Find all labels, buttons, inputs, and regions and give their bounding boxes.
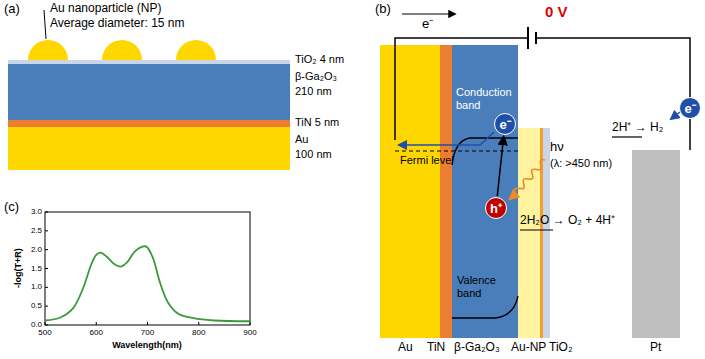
panel-label: (b)	[375, 2, 391, 17]
current-arrow	[402, 13, 455, 14]
tio2-layer	[8, 60, 290, 64]
tick-mark	[198, 322, 199, 325]
tin-layer	[8, 120, 290, 127]
layer-label: β-Ga₂O₃	[454, 341, 500, 355]
layer-label: Au	[295, 133, 308, 146]
band-label: Conduction band	[456, 86, 512, 111]
fermi-level-line	[395, 150, 518, 151]
axis-title: Wavelength(nm)	[112, 340, 182, 350]
pt-electrode	[632, 150, 680, 338]
valence-band-edge	[452, 296, 518, 318]
reaction-label: 2H₂O → O₂ + 4H⁺	[520, 214, 615, 228]
photon-label: hν	[550, 140, 564, 155]
tick-mark	[45, 212, 48, 213]
layer-label: TiO₂	[549, 341, 573, 355]
tick-mark	[45, 325, 48, 326]
carrier-symbol: e⁻	[499, 118, 510, 131]
spectrum-curve	[45, 246, 250, 321]
carrier-symbol: e⁻	[684, 102, 695, 115]
tick-mark	[96, 322, 97, 325]
axis-tick: 2.5	[31, 226, 42, 235]
layer-label: 210 nm	[295, 85, 332, 98]
layer-label: TiN	[427, 341, 445, 355]
reaction-underline	[520, 229, 553, 230]
tick-mark	[45, 322, 46, 325]
band-label: Valence band	[457, 274, 507, 299]
carrier-symbol: h⁺	[490, 202, 502, 215]
callout-text: Au nanoparticle (NP)	[50, 2, 161, 16]
band-label: Fermi level	[400, 154, 454, 167]
tick-mark	[45, 268, 48, 269]
layer-label: Au	[398, 341, 413, 355]
tick-mark	[45, 287, 48, 288]
panel-label: (c)	[4, 200, 19, 215]
tick-mark	[147, 322, 148, 325]
axis-tick: 500	[38, 328, 51, 337]
axis-tick: 600	[90, 328, 103, 337]
au-np-layer	[518, 128, 540, 338]
photon-label: (λ: >450 nm)	[550, 157, 612, 170]
layer-label: TiO₂ 4 nm	[295, 53, 344, 66]
au-electrode	[380, 45, 440, 338]
axis-tick: 1.0	[31, 283, 42, 292]
layer-label: Pt	[650, 341, 661, 355]
callout-text: Average diameter: 15 nm	[50, 17, 185, 31]
tio2-layer	[543, 128, 550, 338]
ga2o3-layer	[452, 45, 518, 338]
axis-tick: 800	[192, 328, 205, 337]
ga2o3-layer	[8, 64, 290, 120]
axis-tick: 0.5	[31, 302, 42, 311]
au-np-edge	[540, 128, 543, 338]
electron-circle: e⁻	[679, 97, 701, 119]
au-nanoparticle	[102, 40, 142, 60]
spectrum-chart	[45, 212, 250, 325]
electron-label: e⁻	[422, 17, 433, 32]
axis-tick: 3.0	[31, 207, 42, 216]
panel-label: (a)	[4, 2, 20, 17]
layer-label: TiN 5 nm	[295, 116, 339, 129]
tick-mark	[45, 306, 48, 307]
layer-label: 100 nm	[295, 148, 332, 161]
axis-tick: 700	[141, 328, 154, 337]
axis-title: -log(T+R)	[13, 248, 23, 288]
plot-frame	[45, 212, 250, 325]
battery-plate	[535, 32, 537, 44]
axis-tick: 2.0	[31, 245, 42, 254]
tin-layer	[440, 45, 452, 338]
photon-wave	[510, 160, 545, 199]
excitation-arrow	[497, 137, 503, 196]
axis-tick: 900	[243, 328, 256, 337]
conduction-band-edge	[452, 138, 518, 165]
au-nanoparticle	[28, 40, 68, 60]
reaction-underline	[612, 136, 642, 137]
electron-flow-arrow	[671, 112, 680, 119]
tick-mark	[250, 322, 251, 325]
bias-label: 0 V	[545, 3, 568, 20]
hole-circle: h⁺	[485, 197, 507, 219]
tick-mark	[45, 230, 48, 231]
photon-arrow	[510, 160, 545, 199]
external-wire	[395, 38, 690, 150]
layer-label: β-Ga₂O₃	[295, 70, 337, 83]
axis-tick: 1.5	[31, 264, 42, 273]
layer-label: Au-NP	[511, 341, 546, 355]
au-nanoparticle	[176, 40, 216, 60]
electron-flow-arrow	[399, 132, 494, 145]
reaction-label: 2H⁺ → H₂	[612, 121, 663, 135]
tick-mark	[45, 249, 48, 250]
electron-circle: e⁻	[494, 113, 516, 135]
au-layer	[8, 127, 290, 170]
leader-line	[44, 10, 46, 39]
battery-plate	[527, 27, 529, 49]
